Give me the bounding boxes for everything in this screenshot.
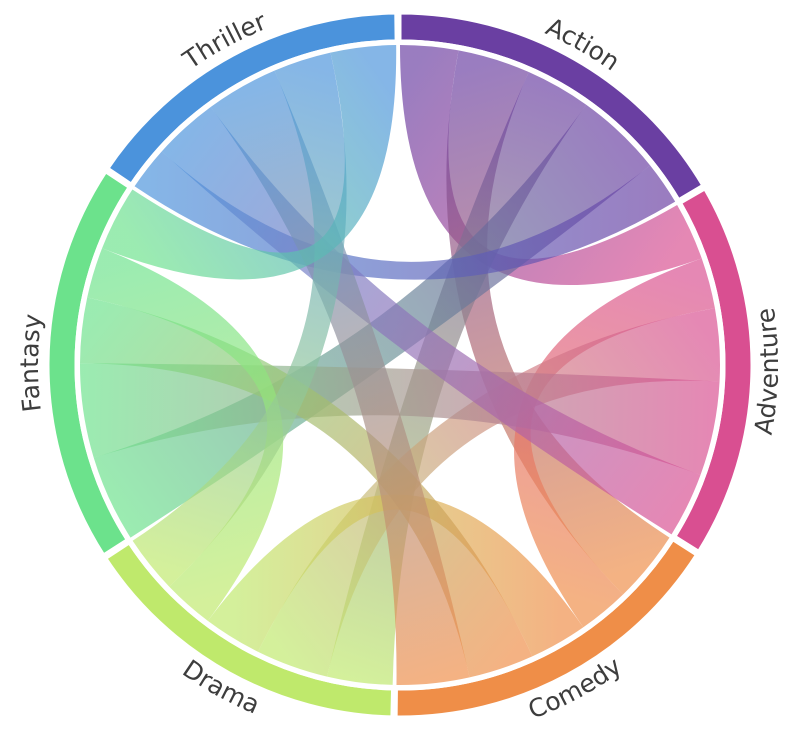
group-inner-border xyxy=(673,202,726,538)
chord-comedy-fantasy[interactable] xyxy=(80,297,533,678)
group-inner-border xyxy=(74,186,131,541)
chord-drama-fantasy[interactable] xyxy=(87,248,284,621)
group-label-adventure: Adventure xyxy=(749,306,784,437)
chord-fantasy-thriller[interactable] xyxy=(102,45,397,280)
chord-action-thriller[interactable] xyxy=(134,151,676,280)
chord-comedy-drama[interactable] xyxy=(207,494,584,657)
chord-action-adventure[interactable] xyxy=(400,45,702,286)
group-inner-border xyxy=(396,538,675,691)
group-inner-border xyxy=(130,39,397,185)
group-label-fantasy: Fantasy xyxy=(15,312,47,413)
chord-adventure-fantasy[interactable] xyxy=(80,363,720,475)
chord-adventure-comedy[interactable] xyxy=(514,258,715,628)
chord-comedy-thriller[interactable] xyxy=(210,70,470,685)
chord-adventure-drama[interactable] xyxy=(257,308,721,677)
chords-layer xyxy=(80,45,721,685)
group-inner-border xyxy=(128,542,393,691)
chord-drama-thriller[interactable] xyxy=(132,52,347,587)
chord-action-fantasy[interactable] xyxy=(93,104,651,538)
groups-layer xyxy=(46,11,754,719)
group-inner-border xyxy=(399,39,680,201)
chord-action-comedy[interactable] xyxy=(446,50,670,595)
